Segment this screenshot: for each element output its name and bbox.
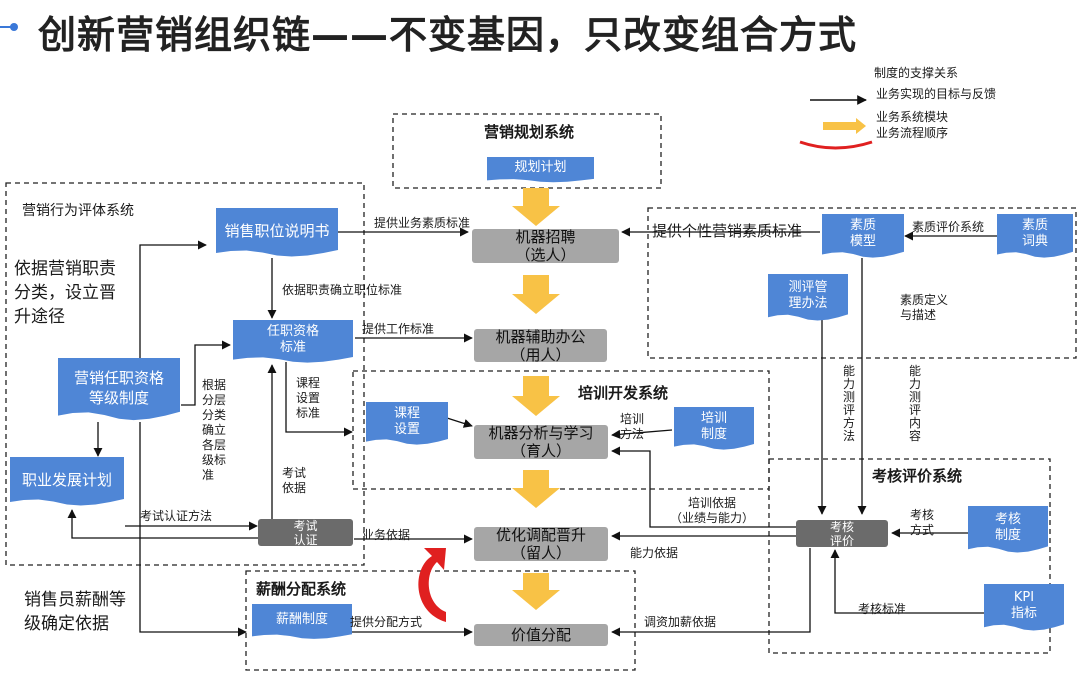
doc-course: 课程 设置 xyxy=(366,402,448,445)
assessment-system-box xyxy=(768,458,1051,654)
conn-assess-to-learn xyxy=(611,446,796,528)
conn-level-to-salary xyxy=(139,422,247,637)
box-exam-cert: 考试 认证 xyxy=(258,519,353,547)
legend-target-label: 业务实现的目标与反馈 xyxy=(876,87,997,101)
box-assess-eval: 考核 评价 xyxy=(796,520,888,548)
conn-level-to-jobdesc xyxy=(139,240,207,360)
doc-salary-system: 薪酬制度 xyxy=(252,604,352,639)
doc-kpi: KPI 指标 xyxy=(984,584,1064,631)
label-ability-basis: 能力依据 xyxy=(630,546,679,560)
label-exam-basis: 考试 依据 xyxy=(282,466,307,495)
legend-module-arrow xyxy=(823,118,866,134)
doc-quality-model: 素质 模型 xyxy=(822,214,904,258)
label-ability-method: 能力测评方法 xyxy=(843,364,856,443)
salary-system-title: 薪酬分配系统 xyxy=(256,580,347,598)
doc-qualification-std: 任职资格 标准 xyxy=(233,320,353,363)
label-provide-work-std: 提供工作标准 xyxy=(362,322,435,336)
process-office: 机器辅助办公 （用人） xyxy=(474,328,607,364)
legend-support-label: 制度的支撑关系 xyxy=(874,66,959,80)
label-assess-method: 考核 方式 xyxy=(910,508,935,537)
planning-system-title: 营销规划系统 xyxy=(484,123,575,141)
legend-module-label: 业务系统模块 xyxy=(876,110,949,124)
behavior-system-title: 营销行为评体系统 xyxy=(22,203,134,219)
process-learn: 机器分析与学习 （育人） xyxy=(474,424,608,460)
conn-qualstd-to-course xyxy=(285,362,353,437)
conn-assess-to-value xyxy=(611,548,811,637)
label-training-method: 培训 方法 xyxy=(620,412,645,441)
label-basis-path: 依据营销职责 分类，设立晋 升途径 xyxy=(14,259,116,327)
quality-std-title: 提供个性营销素质标准 xyxy=(652,222,803,240)
conn-kpi-to-assess xyxy=(830,549,984,614)
conn-training-to-learn xyxy=(611,429,673,439)
conn-exam-to-career xyxy=(67,509,258,539)
doc-level-system: 营销任职资格 等级制度 xyxy=(58,358,180,421)
label-provide-alloc: 提供分配方式 xyxy=(350,615,423,629)
flow-arrow-3 xyxy=(512,376,560,416)
doc-assess-system: 考核 制度 xyxy=(968,506,1048,553)
label-salary-adjust: 调资加薪依据 xyxy=(644,615,717,629)
training-system-box xyxy=(352,370,770,490)
assessment-system-title: 考核评价系统 xyxy=(872,467,963,485)
legend-flow-curve xyxy=(799,140,873,150)
doc-training-system: 培训 制度 xyxy=(674,407,754,450)
doc-plan: 规划计划 xyxy=(487,157,594,183)
label-business-basis: 业务依据 xyxy=(362,528,411,542)
behavior-system-box xyxy=(5,182,365,566)
conn-level-to-qualstd xyxy=(181,340,231,406)
label-salary-basis: 销售员薪酬等 级确定依据 xyxy=(24,590,126,634)
label-layer-std: 根据 分层 分类 确立 各层 级标 准 xyxy=(202,378,227,482)
feedback-curve-arrow xyxy=(418,548,446,622)
legend-flow-label: 业务流程顺序 xyxy=(876,126,949,140)
process-recruit: 机器招聘 （选人） xyxy=(472,228,619,264)
flow-arrow-1 xyxy=(512,188,560,226)
label-assess-std: 考核标准 xyxy=(858,602,907,616)
conn-course-to-learn xyxy=(446,417,473,428)
label-quality-def: 素质定义 与描述 xyxy=(900,293,949,322)
label-course-std: 课程 设置 标准 xyxy=(296,376,321,420)
flow-arrow-4 xyxy=(512,470,560,508)
process-value: 价值分配 xyxy=(474,624,608,646)
flow-arrow-5 xyxy=(512,573,560,610)
doc-job-description: 销售职位说明书 xyxy=(216,208,338,257)
label-provide-quality-std: 提供业务素质标准 xyxy=(374,216,471,230)
doc-eval-method: 测评管 理办法 xyxy=(768,274,848,321)
doc-quality-dict: 素质 词典 xyxy=(997,214,1073,258)
flow-arrow-2 xyxy=(512,275,560,314)
page-title: 创新营销组织链——不变基因，只改变组合方式 xyxy=(38,13,858,57)
label-exam-method: 考试认证方法 xyxy=(140,509,213,523)
label-ability-content: 能力测评内容 xyxy=(909,364,922,443)
label-duty-basis: 依据职责确立职位标准 xyxy=(282,283,403,297)
training-system-title: 培训开发系统 xyxy=(578,384,669,402)
label-quality-eval-sys: 素质评价系统 xyxy=(912,220,985,234)
label-training-basis: 培训依据 （业绩与能力） xyxy=(670,496,755,525)
process-promote: 优化调配晋升 （留人） xyxy=(474,526,608,562)
doc-career-plan: 职业发展计划 xyxy=(10,457,124,506)
